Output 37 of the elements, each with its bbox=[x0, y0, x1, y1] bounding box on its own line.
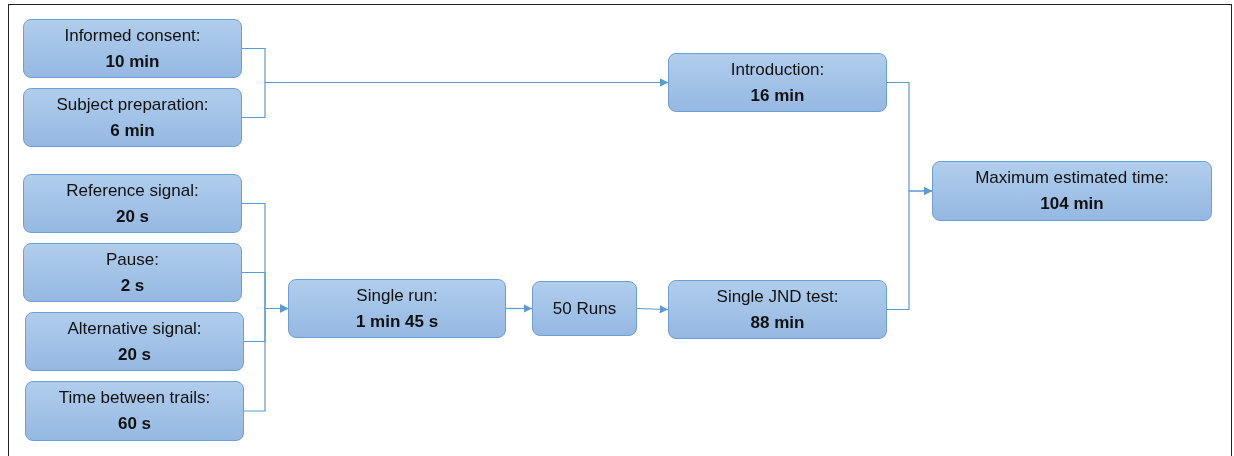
arrow bbox=[243, 304, 289, 412]
duration-text: 6 min bbox=[110, 119, 155, 142]
duration-text: 60 s bbox=[117, 413, 152, 435]
process-box bbox=[532, 281, 637, 336]
process-box bbox=[23, 19, 242, 78]
process-box bbox=[932, 161, 1212, 221]
process-box bbox=[23, 88, 242, 147]
process-box bbox=[25, 381, 244, 441]
step-name: Single JND test: bbox=[716, 285, 839, 308]
duration-text: 16 min bbox=[750, 84, 805, 107]
step-name: Introduction: bbox=[730, 58, 825, 81]
arrow bbox=[886, 186, 933, 311]
process-box bbox=[288, 279, 506, 338]
process-box bbox=[668, 53, 887, 112]
arrow bbox=[636, 305, 669, 314]
step-name: 50 Runs bbox=[552, 297, 617, 320]
step-name: Single run: bbox=[356, 284, 438, 307]
process-box bbox=[23, 174, 242, 233]
duration-text: 10 min bbox=[105, 50, 160, 73]
duration-text: 104 min bbox=[1040, 193, 1104, 215]
step-name: Time between trails: bbox=[58, 387, 211, 409]
step-name: Alternative signal: bbox=[67, 317, 202, 340]
arrow bbox=[505, 304, 533, 313]
duration-text: 1 min 45 s bbox=[355, 310, 439, 333]
process-box bbox=[25, 312, 244, 371]
step-name: Maximum estimated time: bbox=[975, 167, 1169, 189]
step-name: Subject preparation: bbox=[56, 93, 209, 116]
process-box bbox=[23, 243, 242, 302]
duration-text: 88 min bbox=[750, 311, 805, 334]
duration-text: 2 s bbox=[120, 274, 145, 297]
step-name: Informed consent: bbox=[64, 24, 201, 47]
process-box bbox=[668, 280, 887, 339]
step-name: Pause: bbox=[106, 248, 159, 271]
duration-text: 20 s bbox=[115, 205, 150, 228]
step-name: Reference signal: bbox=[66, 179, 199, 202]
arrow bbox=[241, 78, 669, 119]
duration-text: 20 s bbox=[117, 343, 152, 366]
